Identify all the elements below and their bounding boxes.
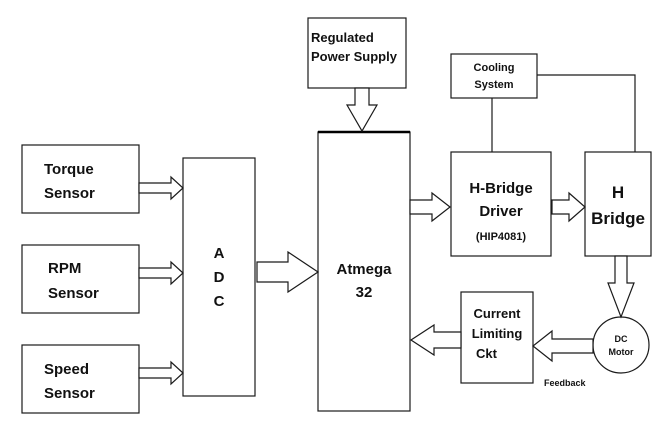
hbridge-driver-label-2: Driver: [479, 203, 523, 220]
rpm-sensor-label-2: Sensor: [48, 285, 99, 302]
cooling-to-hbridge-line: [537, 74, 636, 152]
current-to-atmega-arrow: [409, 323, 462, 357]
hbridge-to-motor-arrow: [607, 255, 635, 319]
power-supply-box: [307, 17, 407, 89]
current-limiting-label-3: Ckt: [476, 346, 498, 361]
cooling-system-box: [450, 53, 538, 99]
cooling-system-label-1: Cooling: [474, 62, 515, 74]
power-supply-label-1: Regulated: [311, 30, 374, 45]
speed-sensor-box: [21, 344, 140, 414]
hbridge-label-1: H: [612, 183, 624, 202]
motor-to-current-arrow: [532, 329, 594, 363]
hbridge-driver-label-1: H-Bridge: [469, 180, 532, 197]
hbridge-driver-box: [450, 151, 552, 257]
adc-to-atmega-arrow: [256, 250, 320, 294]
hbridge-driver-label-3: (HIP4081): [476, 231, 526, 243]
rpm-sensor-label-1: RPM: [48, 260, 81, 277]
atmega-box: [317, 131, 411, 412]
adc-label-a: A: [214, 245, 225, 262]
rpm-to-adc-arrow: [138, 260, 184, 286]
adc-label-c: C: [214, 293, 225, 310]
power-supply-label-2: Power Supply: [311, 49, 398, 64]
rpm-sensor-box: [21, 244, 140, 314]
torque-sensor-label-2: Sensor: [44, 185, 95, 202]
speed-sensor-label-1: Speed: [44, 361, 89, 378]
torque-sensor-label-1: Torque: [44, 161, 94, 178]
current-limiting-label-1: Current: [474, 306, 522, 321]
atmega-label-2: 32: [356, 284, 373, 301]
power-to-atmega-arrow: [345, 87, 379, 133]
dc-motor-circle: [592, 316, 650, 374]
speed-to-adc-arrow: [138, 360, 184, 386]
atmega-to-driver-arrow: [409, 191, 451, 223]
dc-motor-label-1: DC: [615, 334, 628, 344]
current-limiting-box: [460, 291, 534, 384]
current-limiting-label-2: Limiting: [472, 326, 523, 341]
adc-label-d: D: [214, 269, 225, 286]
speed-sensor-label-2: Sensor: [44, 385, 95, 402]
torque-sensor-box: [21, 144, 140, 214]
driver-to-hbridge-arrow: [551, 191, 586, 223]
feedback-label: Feedback: [544, 378, 587, 388]
adc-box: [182, 157, 256, 397]
hbridge-label-2: Bridge: [591, 209, 645, 228]
torque-to-adc-arrow: [138, 175, 184, 201]
atmega-label-1: Atmega: [336, 261, 392, 278]
hbridge-box: [584, 151, 652, 257]
cooling-system-label-2: System: [474, 79, 513, 91]
dc-motor-label-2: Motor: [609, 347, 634, 357]
